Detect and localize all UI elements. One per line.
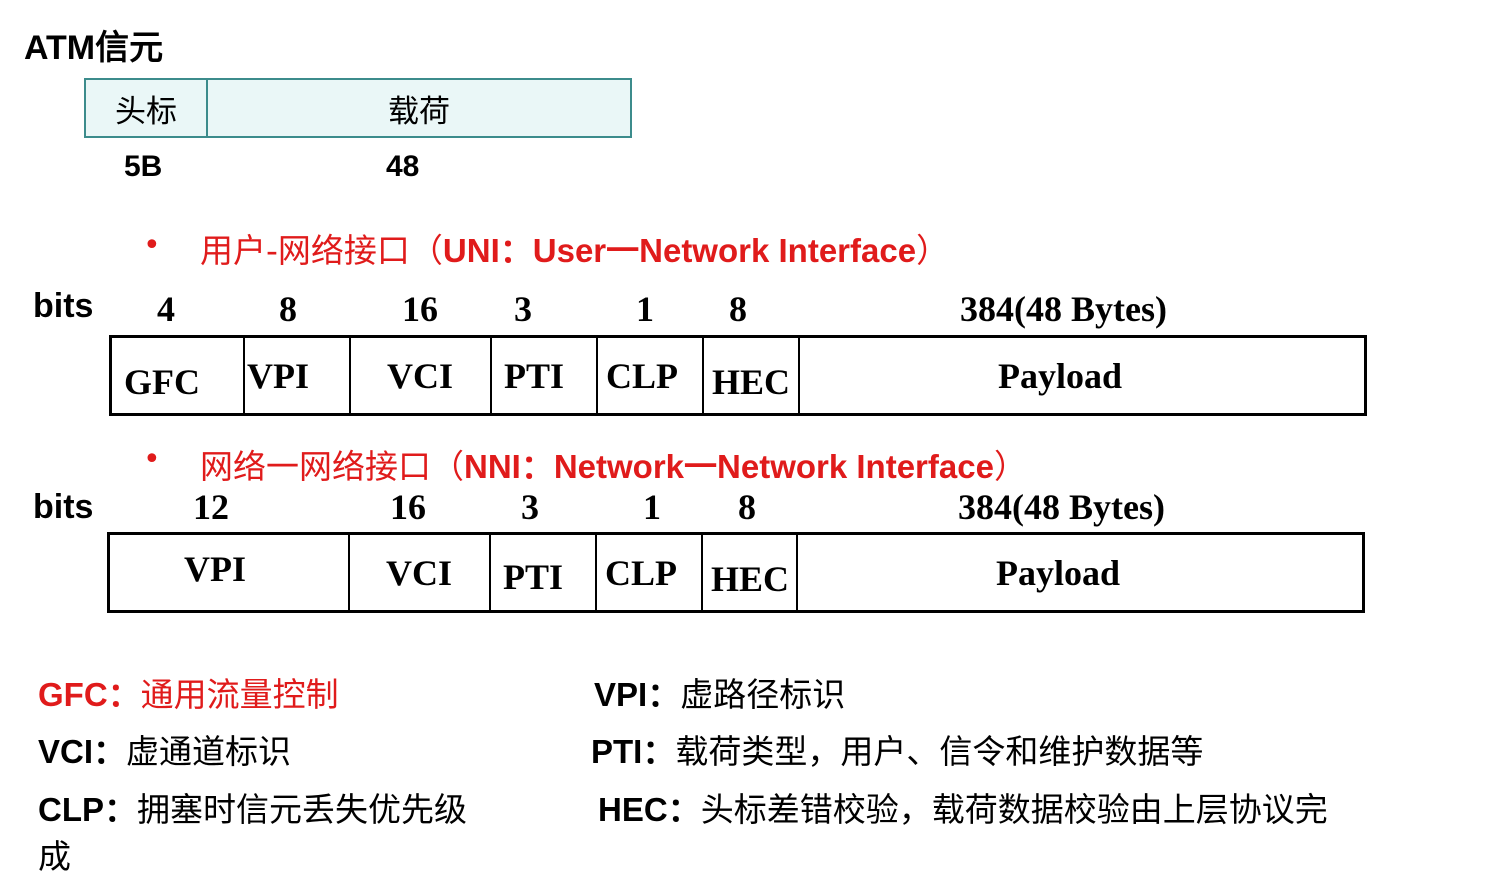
nni-heading-close: ） [993, 447, 1027, 486]
legend-clp: CLP：拥塞时信元丢失优先级 [38, 790, 467, 829]
uni-bits-vpi: 8 [279, 289, 297, 329]
uni-bullet: • [143, 228, 161, 263]
legend-clp-continuation: 成 [38, 837, 71, 876]
legend-vpi: VPI：虚路径标识 [594, 675, 846, 714]
uni-field-payload: Payload [998, 355, 1123, 396]
cell-header-segment: 头标 [86, 80, 208, 136]
uni-bits-payload: 384(48 Bytes) [960, 289, 1167, 329]
nni-bits-hec: 8 [738, 487, 756, 527]
nni-bits-payload: 384(48 Bytes) [958, 487, 1165, 527]
legend-pti: PTI：载荷类型，用户、信令和维护数据等 [591, 732, 1204, 771]
uni-heading: 用户-网络接口（UNI：User一Network Interface） [200, 224, 949, 272]
uni-field-vpi: VPI [243, 338, 351, 413]
legend-gfc: GFC：通用流量控制 [38, 675, 339, 714]
uni-field-pti: PTI [490, 338, 598, 413]
nni-field-payload: Payload [996, 552, 1121, 593]
uni-heading-close: ） [916, 231, 950, 270]
nni-bits-vpi: 12 [193, 487, 229, 527]
nni-field-vci: VCI [348, 535, 491, 610]
cell-overview-box: 头标 载荷 [84, 78, 632, 138]
uni-bits-hec: 8 [729, 289, 747, 329]
nni-field-hec: HEC [701, 535, 798, 610]
legend-hec: HEC：头标差错校验，载荷数据校验由上层协议完 [598, 790, 1328, 829]
nni-bits-vci: 16 [390, 487, 426, 527]
uni-bits-vci: 16 [402, 289, 438, 329]
nni-bits-pti: 3 [521, 487, 539, 527]
cell-payload-size: 48 [386, 150, 420, 183]
uni-bits-gfc: 4 [157, 289, 175, 329]
nni-field-row: VPI VCI PTI CLP HEC Payload [107, 532, 1365, 613]
legend-vci: VCI：虚通道标识 [38, 732, 292, 771]
nni-bullet: • [143, 442, 161, 477]
uni-bits-label: bits [33, 287, 94, 325]
uni-field-vci: VCI [349, 338, 492, 413]
uni-field-gfc: GFC [112, 338, 245, 413]
uni-field-row: GFC VPI VCI PTI CLP HEC Payload [109, 335, 1367, 416]
uni-bits-clp: 1 [636, 289, 654, 329]
nni-bits-label: bits [33, 488, 94, 526]
nni-heading-en: NNI：Network一Network Interface [464, 448, 994, 485]
nni-heading-cn: 网络一网络接口（ [200, 447, 464, 486]
uni-bits-pti: 3 [514, 289, 532, 329]
page-title: ATM信元 [24, 20, 163, 69]
nni-heading: 网络一网络接口（NNI：Network一Network Interface） [200, 440, 1027, 488]
uni-field-hec: HEC [702, 338, 800, 413]
uni-heading-en: UNI：User一Network Interface [442, 232, 917, 269]
cell-header-size: 5B [124, 150, 163, 183]
nni-bits-clp: 1 [643, 487, 661, 527]
nni-field-vpi: VPI [110, 535, 350, 610]
cell-payload-segment: 载荷 [208, 80, 630, 136]
uni-field-clp: CLP [596, 338, 704, 413]
nni-field-pti: PTI [489, 535, 597, 610]
title-text: ATM信元 [24, 29, 164, 67]
uni-heading-cn: 用户-网络接口（ [200, 231, 443, 270]
nni-field-clp: CLP [595, 535, 703, 610]
